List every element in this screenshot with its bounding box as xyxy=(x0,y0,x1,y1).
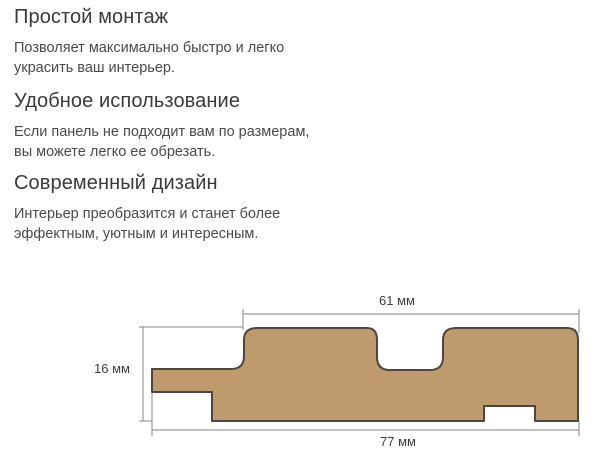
visible-width-label: 61 мм xyxy=(379,293,415,308)
feature-description: Интерьер преобразится и станет более эфф… xyxy=(14,206,281,242)
dimension-lines xyxy=(139,309,580,436)
feature-title: Современный дизайн xyxy=(14,172,218,194)
total-width-label: 77 мм xyxy=(380,434,416,449)
feature-convenient-use: Удобное использование Если панель не под… xyxy=(14,90,309,162)
feature-description: Позволяет максимально быстро и легко укр… xyxy=(14,40,285,76)
feature-title: Удобное использование xyxy=(14,90,241,112)
feature-simple-installation: Простой монтаж Позволяет максимально быс… xyxy=(14,6,284,78)
feature-description: Если панель не подходит вам по размерам,… xyxy=(14,124,310,160)
feature-modern-design: Современный дизайн Интерьер преобразится… xyxy=(14,172,280,244)
height-label: 16 мм xyxy=(94,361,130,376)
panel-profile-shape xyxy=(151,327,579,422)
feature-title: Простой монтаж xyxy=(14,6,169,28)
